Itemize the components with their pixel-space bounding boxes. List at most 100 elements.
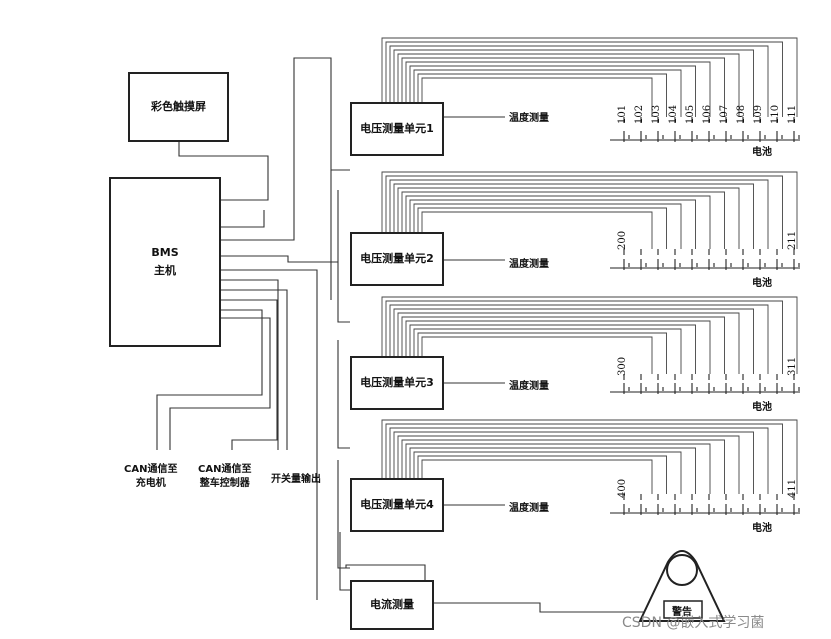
bundle-wire	[401, 57, 725, 117]
switch-output-label: 开关量输出	[271, 474, 321, 485]
bundle-wire	[401, 316, 725, 374]
bundle-wire	[381, 171, 798, 249]
can-charger-label: CAN通信至 充电机	[124, 464, 178, 489]
cell-number: 101	[617, 104, 628, 124]
voltage-unit-4-label: 电压测量单元4	[360, 498, 434, 511]
can-vehicle-label: CAN通信至 整车控制器	[198, 464, 252, 489]
bundle-wire	[409, 324, 696, 374]
voltage-unit-4-box: 电压测量单元4	[350, 478, 444, 532]
bundle-wire	[409, 65, 696, 117]
cell-number: 107	[719, 104, 730, 124]
bundle-wire	[381, 37, 798, 117]
bundle-wire	[405, 443, 711, 494]
cell-wire-bundles	[381, 37, 798, 494]
wire	[169, 317, 271, 450]
temp-measure-4-label: 温度测量	[509, 503, 549, 514]
bundle-wire	[397, 53, 740, 117]
voltage-unit-1-box: 电压测量单元1	[350, 102, 444, 156]
wire	[221, 210, 265, 228]
bundle-wire	[397, 187, 740, 249]
alarm-hole	[666, 554, 698, 586]
voltage-unit-3-label: 电压测量单元3	[360, 376, 434, 389]
temp-measure-2-label: 温度测量	[509, 259, 549, 270]
bundle-wire	[385, 300, 783, 374]
wire	[178, 142, 269, 201]
wire	[434, 602, 660, 613]
cell-number: 211	[787, 230, 798, 250]
wire	[221, 279, 279, 450]
bundle-wire	[401, 191, 725, 249]
bundle-wire	[417, 332, 667, 374]
alarm-label: 警告	[672, 607, 692, 618]
cell-number: 108	[736, 104, 747, 124]
wire	[221, 299, 278, 450]
touchscreen-box: 彩色触摸屏	[128, 72, 229, 142]
bundle-wire	[405, 320, 711, 374]
watermark: CSDN @嵌入式学习菌	[622, 615, 765, 631]
bms-host-box: BMS 主机	[109, 177, 221, 347]
bundle-wire	[393, 308, 754, 374]
bundle-wire	[405, 61, 711, 117]
temp-measure-1-label: 温度测量	[509, 113, 549, 124]
connection-wires	[156, 57, 660, 613]
cell-number: 104	[668, 104, 679, 124]
alarm-device	[638, 550, 726, 622]
bundle-wire	[393, 49, 754, 117]
bundle-wire	[393, 183, 754, 249]
cell-number: 105	[685, 104, 696, 124]
alarm-display	[663, 600, 703, 619]
bundle-wire	[381, 419, 798, 494]
wire	[221, 269, 318, 600]
cell-number: 111	[787, 104, 798, 124]
bundle-wire	[413, 69, 682, 117]
wire	[221, 57, 350, 241]
battery-4-label: 电池	[752, 523, 772, 534]
battery-1-label: 电池	[752, 147, 772, 158]
current-measure-label: 电流测量	[370, 598, 414, 611]
bundle-wire	[389, 427, 769, 494]
bundle-wire	[385, 175, 783, 249]
bundle-wire	[413, 203, 682, 249]
cell-number: 411	[787, 478, 798, 498]
bundle-wire	[389, 304, 769, 374]
bundle-wire	[409, 447, 696, 494]
wire	[345, 564, 426, 580]
cell-number: 103	[651, 104, 662, 124]
bundle-wire	[389, 45, 769, 117]
bundle-wire	[417, 73, 667, 117]
bundle-wire	[397, 312, 740, 374]
cell-number: 110	[770, 104, 781, 124]
bms-label: BMS	[151, 246, 179, 259]
bundle-wire	[413, 328, 682, 374]
wire	[221, 255, 338, 263]
cell-number: 300	[617, 356, 628, 376]
cell-number: 106	[702, 104, 713, 124]
bundle-wire	[421, 459, 653, 494]
bundle-wire	[405, 195, 711, 249]
wire	[337, 340, 350, 449]
voltage-unit-3-box: 电压测量单元3	[350, 356, 444, 410]
cell-number: 109	[753, 104, 764, 124]
bundle-wire	[385, 423, 783, 494]
bms-host-label: 主机	[154, 264, 176, 277]
bundle-wire	[413, 451, 682, 494]
wire	[337, 190, 350, 323]
bundle-wire	[393, 431, 754, 494]
battery-2-label: 电池	[752, 278, 772, 289]
wire	[221, 289, 288, 450]
wire	[156, 309, 263, 450]
voltage-unit-2-label: 电压测量单元2	[360, 252, 434, 265]
voltage-unit-1-label: 电压测量单元1	[360, 122, 434, 135]
cell-number: 102	[634, 104, 645, 124]
bundle-wire	[417, 207, 667, 249]
bundle-wire	[421, 211, 653, 249]
current-measure-box: 电流测量	[350, 580, 434, 630]
bundle-wire	[397, 435, 740, 494]
bundle-wire	[421, 336, 653, 374]
wire	[339, 532, 350, 591]
cell-number: 400	[617, 478, 628, 498]
bundle-wire	[421, 77, 653, 117]
bundle-wire	[381, 296, 798, 374]
cell-number: 200	[617, 230, 628, 250]
